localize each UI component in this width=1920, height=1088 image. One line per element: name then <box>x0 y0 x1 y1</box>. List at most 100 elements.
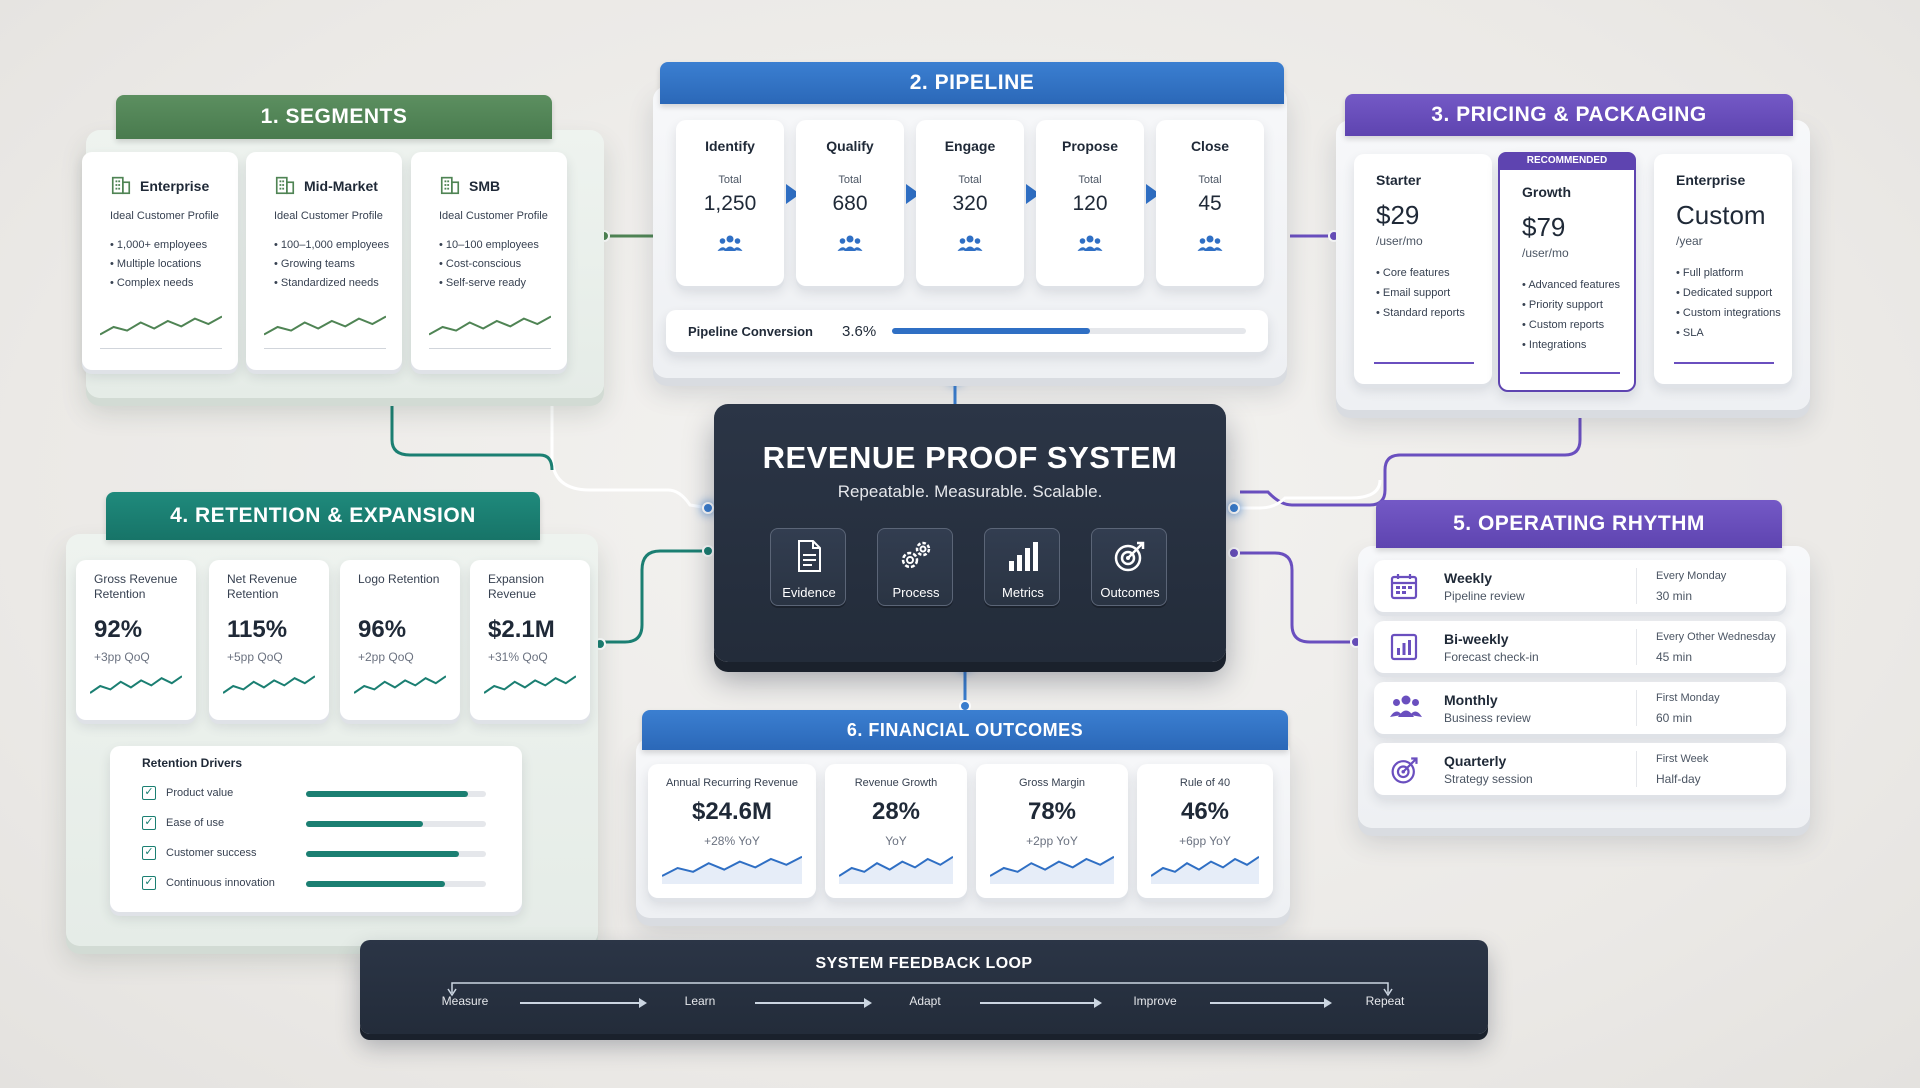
financial-sparkline <box>1151 855 1259 884</box>
rhythm-divider <box>1636 690 1637 726</box>
plan-name: Enterprise <box>1676 172 1746 188</box>
building-icon <box>439 174 461 201</box>
rhythm-when: First Week <box>1656 753 1709 765</box>
pipeline-stage-name: Qualify <box>826 138 874 154</box>
financial-metric-card[interactable]: Annual Recurring Revenue$24.6M+28% YoY <box>648 764 816 898</box>
retention-metric-delta: +31% QoQ <box>488 650 548 664</box>
rhythm-desc: Pipeline review <box>1444 589 1525 603</box>
plan-underline <box>1674 362 1774 364</box>
rhythm-duration: 30 min <box>1656 589 1693 603</box>
segment-bullet: 1,000+ employees <box>110 236 207 255</box>
bar-chart-icon <box>985 539 1061 578</box>
plan-name: Growth <box>1522 184 1571 200</box>
plan-unit: /user/mo <box>1376 234 1423 248</box>
plan-name: Starter <box>1376 172 1422 188</box>
core-item-process[interactable]: Process <box>877 528 953 606</box>
people-icon <box>1197 234 1223 257</box>
rhythm-divider <box>1636 568 1637 604</box>
retention-sparkline <box>354 675 446 694</box>
segment-subtitle: Ideal Customer Profile <box>274 210 383 222</box>
rhythm-when: Every Other Wednesday <box>1656 631 1776 643</box>
plan-feature: Custom integrations <box>1676 304 1781 323</box>
pipeline-conversion-value: 3.6% <box>842 323 877 340</box>
retention-driver-track <box>306 881 486 887</box>
connector-dot <box>1228 502 1240 514</box>
segment-sparkline <box>100 315 222 336</box>
financial-metric-delta: +28% YoY <box>704 834 760 848</box>
financial-metric-value: $24.6M <box>691 798 773 825</box>
plan-feature: Core features <box>1376 264 1450 283</box>
segment-name: Mid-Market <box>304 178 378 194</box>
retention-sparkline <box>90 675 182 694</box>
rhythm-when: First Monday <box>1656 692 1720 704</box>
retention-driver-label: Continuous innovation <box>166 877 275 889</box>
building-icon <box>110 174 132 201</box>
pipeline-stage-value: 1,250 <box>703 192 757 215</box>
feedback-step: Adapt <box>909 994 941 1008</box>
plan-feature: Email support <box>1376 284 1450 303</box>
core-item-evidence[interactable]: Evidence <box>770 528 846 606</box>
people-icon <box>717 234 743 257</box>
segment-bullet: 10–100 employees <box>439 236 539 255</box>
pipeline-stage-label: Total <box>838 174 862 186</box>
feedback-step: Learn <box>684 994 716 1008</box>
plan-feature: Integrations <box>1522 336 1586 355</box>
pipeline-conversion-track <box>892 328 1246 334</box>
retention-drivers-card: Retention Drivers ✓Product value✓Ease of… <box>110 746 522 912</box>
retention-metric-value: $2.1M <box>488 616 555 643</box>
plan-underline <box>1520 372 1620 374</box>
pipeline-stage-name: Engage <box>944 138 996 154</box>
financial-metric-label: Rule of 40 <box>1179 777 1231 789</box>
arrow-head <box>1094 998 1102 1008</box>
pricing-plan-card[interactable]: Starter$29/user/moCore featuresEmail sup… <box>1354 154 1492 384</box>
core-item-metrics[interactable]: Metrics <box>984 528 1060 606</box>
segment-bullet: Cost-conscious <box>439 255 521 274</box>
arrow-head <box>864 998 872 1008</box>
plan-underline <box>1374 362 1474 364</box>
retention-metric-value: 115% <box>227 616 288 643</box>
pipeline-stage-name: Propose <box>1061 138 1118 154</box>
pipeline-stage-label: Total <box>718 174 742 186</box>
core-item-label: Outcomes <box>1100 585 1160 600</box>
pricing-title: 3. PRICING & PACKAGING <box>1345 94 1793 136</box>
pipeline-conversion-bar: Pipeline Conversion 3.6% <box>666 310 1268 352</box>
plan-feature: Custom reports <box>1522 316 1604 335</box>
core-item-outcomes[interactable]: Outcomes <box>1091 528 1167 606</box>
plan-unit: /user/mo <box>1522 246 1569 260</box>
segment-name: SMB <box>469 178 501 194</box>
checkbox-checked-icon: ✓ <box>142 786 156 800</box>
plan-feature: Full platform <box>1676 264 1744 283</box>
segment-sparkline <box>264 315 386 336</box>
financial-sparkline <box>662 855 802 884</box>
feedback-loop-arrow <box>447 982 1393 997</box>
financial-metric-delta: +2pp YoY <box>1026 834 1078 848</box>
segment-baseline <box>100 348 222 349</box>
rhythm-cadence: Monthly <box>1444 692 1498 708</box>
pipeline-conversion-label: Pipeline Conversion <box>688 324 813 339</box>
retention-driver-fill <box>306 821 423 827</box>
retention-metric-card[interactable]: Expansion Revenue$2.1M+31% QoQ <box>470 560 590 720</box>
segment-bullet: Self-serve ready <box>439 274 526 293</box>
financial-sparkline <box>839 855 953 884</box>
